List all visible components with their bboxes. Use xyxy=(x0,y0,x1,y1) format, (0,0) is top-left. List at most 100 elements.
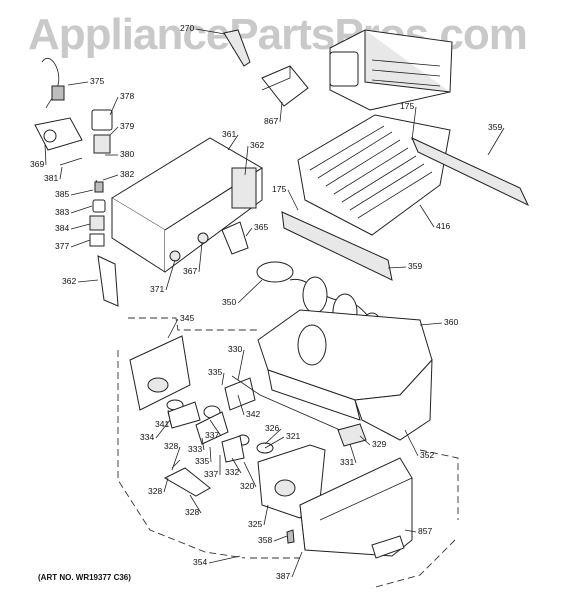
part-label-13: 371 xyxy=(150,284,165,294)
slide-rail-left-part xyxy=(281,211,393,281)
part-label-24: 350 xyxy=(222,297,237,307)
leader-line-42 xyxy=(263,504,269,526)
leader-line-45 xyxy=(291,551,303,578)
fill-tube-part xyxy=(223,29,251,67)
leader-line-7 xyxy=(102,174,119,181)
mounting-plate-part xyxy=(97,255,119,307)
part-label-38: 342 xyxy=(246,409,261,419)
leader-line-6 xyxy=(59,166,63,180)
part-label-32: 335 xyxy=(195,456,210,466)
leader-lines xyxy=(44,28,505,578)
screw-part xyxy=(286,529,295,544)
crusher-blades-part xyxy=(166,377,274,463)
part-label-17: 365 xyxy=(254,222,269,232)
spring-part xyxy=(59,157,106,247)
leader-line-48 xyxy=(404,429,419,457)
actuator-rod-part xyxy=(231,375,367,447)
leader-line-21 xyxy=(287,189,299,211)
part-label-6: 381 xyxy=(44,173,59,183)
ice-maker-part xyxy=(329,29,453,111)
bracket-clip-part xyxy=(169,221,249,262)
leader-line-50 xyxy=(349,443,357,464)
part-label-27: 335 xyxy=(208,367,223,377)
leader-line-2 xyxy=(109,96,119,116)
part-label-36: 326 xyxy=(265,423,280,433)
leader-line-17 xyxy=(245,227,253,237)
part-label-5: 369 xyxy=(30,159,45,169)
part-label-8: 385 xyxy=(55,189,70,199)
dispenser-cover-part xyxy=(299,457,413,557)
leader-line-40 xyxy=(163,477,169,493)
part-label-42: 325 xyxy=(248,519,263,529)
part-label-44: 354 xyxy=(193,557,208,567)
part-label-1: 375 xyxy=(90,76,105,86)
part-label-49: 329 xyxy=(372,439,387,449)
leader-line-30 xyxy=(209,419,222,437)
part-label-10: 384 xyxy=(55,223,70,233)
ice-tray-part xyxy=(297,114,451,236)
leader-line-36 xyxy=(264,428,282,445)
leader-line-34 xyxy=(231,457,242,474)
part-label-21: 175 xyxy=(272,184,287,194)
leader-line-13 xyxy=(165,259,176,291)
part-label-22: 416 xyxy=(436,221,451,231)
leader-line-9 xyxy=(70,205,93,214)
leader-line-37 xyxy=(264,436,285,449)
leader-line-3 xyxy=(109,126,119,136)
leader-line-16 xyxy=(244,145,249,176)
wiring-harness-part xyxy=(41,58,65,109)
leader-line-28 xyxy=(167,409,172,426)
slide-rail-right-part xyxy=(411,136,530,207)
front-bracket-part xyxy=(129,335,191,411)
part-label-2: 378 xyxy=(120,91,135,101)
part-label-3: 379 xyxy=(120,121,135,131)
part-label-0: 270 xyxy=(180,23,195,33)
part-label-43: 358 xyxy=(258,535,273,545)
part-label-33: 337 xyxy=(204,469,219,479)
leader-line-20 xyxy=(487,127,505,156)
leader-line-15 xyxy=(227,134,239,151)
part-label-41: 328 xyxy=(185,507,200,517)
leader-line-23 xyxy=(387,266,407,269)
part-label-14: 367 xyxy=(183,266,198,276)
part-label-19: 175 xyxy=(400,101,415,111)
leader-line-46 xyxy=(404,529,417,533)
leader-line-8 xyxy=(70,189,94,196)
leader-line-27 xyxy=(221,372,225,386)
assembly-boundary xyxy=(117,317,459,589)
part-label-34: 332 xyxy=(225,467,240,477)
leader-line-49 xyxy=(359,435,371,446)
part-label-40: 328 xyxy=(148,486,163,496)
leader-line-43 xyxy=(273,535,288,542)
part-label-28: 341 xyxy=(155,419,170,429)
motor-part xyxy=(34,117,83,151)
leader-line-26 xyxy=(237,349,245,381)
leader-line-39 xyxy=(171,446,181,471)
part-label-4: 380 xyxy=(120,149,135,159)
part-label-31: 333 xyxy=(188,444,203,454)
part-label-45: 387 xyxy=(276,571,291,581)
leader-line-1 xyxy=(67,81,89,86)
part-label-48: 352 xyxy=(420,450,435,460)
leader-line-47 xyxy=(419,322,443,326)
part-label-35: 320 xyxy=(240,481,255,491)
housing-bracket-part xyxy=(111,137,263,273)
part-label-18: 867 xyxy=(264,116,279,126)
leader-line-14 xyxy=(198,242,203,273)
leader-line-11 xyxy=(70,239,91,248)
leader-line-22 xyxy=(419,204,435,228)
part-label-16: 362 xyxy=(250,140,265,150)
part-label-25: 345 xyxy=(180,313,195,323)
leader-line-44 xyxy=(208,555,241,564)
leader-line-25 xyxy=(167,318,179,339)
part-label-30: 337 xyxy=(205,430,220,440)
part-label-9: 383 xyxy=(55,207,70,217)
part-label-12: 362 xyxy=(62,276,77,286)
leader-line-38 xyxy=(237,394,245,416)
part-label-23: 359 xyxy=(408,261,423,271)
part-label-20: 359 xyxy=(488,122,503,132)
leader-line-5 xyxy=(44,144,47,166)
part-label-26: 330 xyxy=(228,344,243,354)
